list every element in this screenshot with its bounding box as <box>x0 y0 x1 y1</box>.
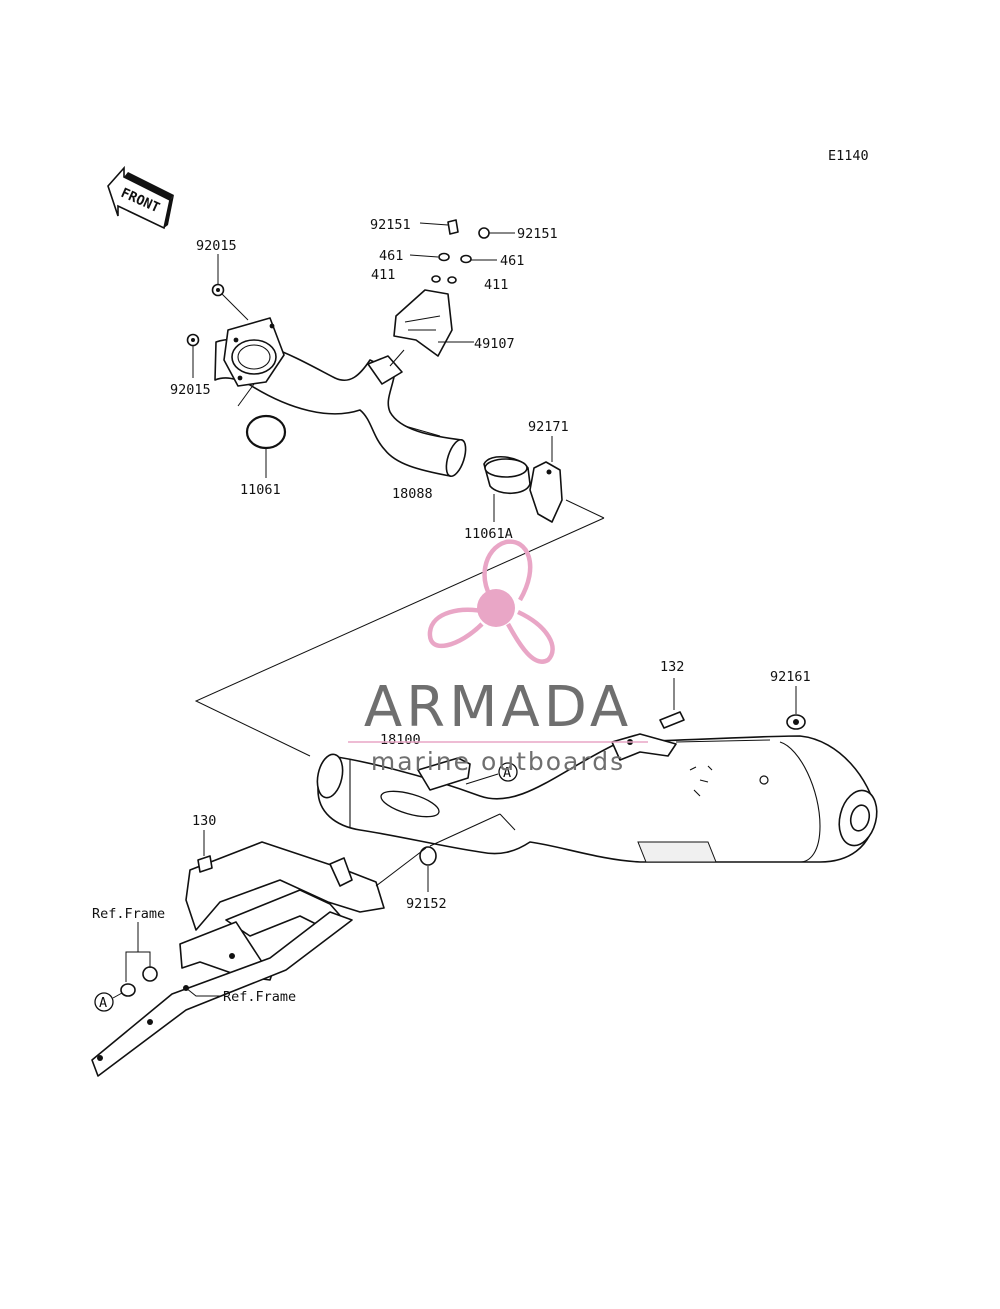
diagram-code: E1140 <box>828 148 869 164</box>
callout-a-main-text: A <box>503 765 511 781</box>
label-ref-frame-bottom: Ref.Frame <box>223 989 296 1005</box>
bolt-92151-left <box>419 219 459 235</box>
collar-461-right <box>460 254 497 264</box>
armada-watermark: ARMADA marine outboards <box>348 539 648 776</box>
nut-92015-top <box>211 254 249 321</box>
label-92161: 92161 <box>770 669 811 685</box>
frame-bracket <box>91 841 427 1077</box>
propeller-hub-icon <box>477 589 515 627</box>
frame-nut-right <box>142 966 158 982</box>
exhaust-pipe-18088 <box>214 317 467 478</box>
gasket-11061 <box>237 383 287 478</box>
label-461-right: 461 <box>500 253 524 269</box>
label-11061A: 11061A <box>464 526 513 542</box>
collar-461-left <box>409 252 450 262</box>
label-411-left: 411 <box>371 267 395 283</box>
bolt-132 <box>659 678 685 729</box>
heat-guard-49107 <box>389 289 474 367</box>
callout-a-main: A <box>465 762 518 785</box>
label-18100: 18100 <box>380 732 421 748</box>
clamp-92171 <box>529 436 563 523</box>
label-92015-bottom: 92015 <box>170 382 211 398</box>
label-92151-left: 92151 <box>370 217 411 233</box>
label-130: 130 <box>192 813 216 829</box>
assembly-boundary <box>194 499 605 757</box>
frame-nut-left <box>120 983 136 997</box>
label-92171: 92171 <box>528 419 569 435</box>
ref-frame-leaders <box>125 922 222 997</box>
front-arrow-icon: FRONT <box>107 165 174 230</box>
grommet-92161 <box>786 686 806 730</box>
bolt-130 <box>197 830 213 873</box>
collar-92152 <box>419 846 437 892</box>
propeller-logo-icon <box>427 539 555 664</box>
label-132: 132 <box>660 659 684 675</box>
label-92151-right: 92151 <box>517 226 558 242</box>
label-18088: 18088 <box>392 486 433 502</box>
bolt-92151-right <box>478 227 515 239</box>
gasket-11061A <box>483 456 531 522</box>
label-ref-frame-top: Ref.Frame <box>92 906 165 922</box>
callout-a-frame: A <box>94 992 123 1012</box>
washer-411-right <box>447 276 457 284</box>
watermark-tagline: marine outboards <box>371 747 625 776</box>
label-92152: 92152 <box>406 896 447 912</box>
washer-411-left <box>431 275 441 283</box>
label-11061: 11061 <box>240 482 281 498</box>
muffler-18100 <box>316 733 878 863</box>
callout-a-frame-text: A <box>99 995 107 1011</box>
label-92015-top: 92015 <box>196 238 237 254</box>
watermark-brand: ARMADA <box>364 675 632 740</box>
label-49107: 49107 <box>474 336 515 352</box>
label-461-left: 461 <box>379 248 403 264</box>
label-411-right: 411 <box>484 277 508 293</box>
nut-92015-bottom <box>186 333 200 378</box>
